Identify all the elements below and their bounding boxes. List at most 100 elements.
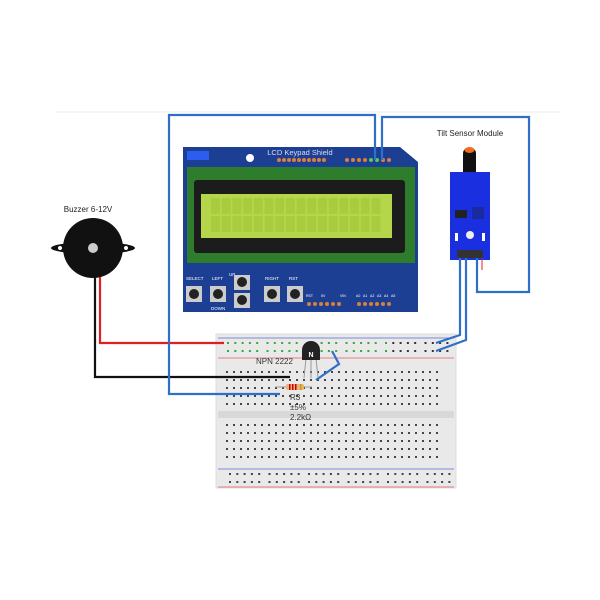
button-cap — [267, 289, 277, 299]
breadboard-hole — [283, 481, 286, 483]
breadboard-hole — [296, 448, 298, 450]
breadboard-hole — [240, 448, 242, 450]
breadboard-hole — [422, 371, 424, 373]
breadboard-hole — [282, 448, 284, 450]
breadboard-hole — [359, 440, 361, 442]
breadboard-hole — [275, 403, 277, 405]
wire-red-buzzer — [98, 277, 224, 345]
header-pin — [369, 302, 373, 306]
tilt-switch-top — [464, 147, 475, 153]
breadboard-hole — [338, 432, 340, 434]
breadboard-hole — [310, 403, 312, 405]
lcd-cell — [232, 216, 242, 232]
lcd-cell — [339, 216, 349, 232]
breadboard-hole — [380, 432, 382, 434]
breadboard-hole — [354, 473, 357, 475]
breadboard-hole — [327, 350, 330, 352]
breadboard-hole — [289, 456, 291, 458]
breadboard-hole — [387, 379, 389, 381]
breadboard-hole — [331, 456, 333, 458]
breadboard-hole — [233, 403, 235, 405]
breadboard-hole — [282, 403, 284, 405]
breadboard-hole — [366, 432, 368, 434]
breadboard-hole — [320, 342, 323, 344]
breadboard-hole — [327, 342, 330, 344]
breadboard-hole — [401, 473, 404, 475]
breadboard-hole — [426, 481, 429, 483]
breadboard-hole — [296, 371, 298, 373]
breadboard-hole — [233, 387, 235, 389]
breadboard-hole — [315, 473, 318, 475]
breadboard-hole — [226, 424, 228, 426]
breadboard-hole — [406, 342, 409, 344]
breadboard-hole — [324, 395, 326, 397]
breadboard-hole — [226, 395, 228, 397]
breadboard-hole — [331, 403, 333, 405]
breadboard-hole — [288, 342, 291, 344]
buzzer-center — [88, 243, 98, 253]
breadboard-hole — [429, 395, 431, 397]
header-pin — [277, 158, 281, 162]
breadboard-hole — [296, 424, 298, 426]
breadboard-hole — [436, 448, 438, 450]
button-cap — [290, 289, 300, 299]
breadboard-hole — [329, 481, 332, 483]
breadboard-hole — [234, 350, 237, 352]
breadboard-hole — [408, 403, 410, 405]
breadboard-hole — [261, 440, 263, 442]
breadboard-hole — [247, 371, 249, 373]
breadboard-hole — [366, 379, 368, 381]
header-label-a2: A2 — [370, 294, 374, 298]
keypad-buttons — [186, 275, 303, 308]
breadboard-hole — [374, 342, 377, 344]
breadboard-hole — [373, 395, 375, 397]
breadboard-hole — [373, 456, 375, 458]
breadboard-hole — [401, 456, 403, 458]
breadboard-hole — [310, 448, 312, 450]
breadboard-hole — [273, 342, 276, 344]
breadboard-hole — [367, 342, 370, 344]
lcd-cell — [296, 216, 306, 232]
breadboard-hole — [289, 379, 291, 381]
header-label-a0: A0 — [356, 294, 360, 298]
breadboard-hole — [303, 456, 305, 458]
button-label-right: RIGHT — [265, 276, 279, 281]
breadboard-hole — [331, 432, 333, 434]
breadboard-hole — [226, 456, 228, 458]
header-label-a3: A3 — [377, 294, 381, 298]
breadboard-hole — [394, 387, 396, 389]
breadboard-hole — [387, 481, 389, 483]
breadboard-hole — [408, 481, 411, 483]
breadboard-hole — [394, 440, 396, 442]
breadboard-hole — [338, 387, 340, 389]
header-label-rst: RST — [306, 294, 314, 298]
header-pin — [322, 158, 326, 162]
header-label-a1: A1 — [363, 294, 367, 298]
breadboard-hole — [414, 350, 417, 352]
breadboard-hole — [240, 379, 242, 381]
lcd-cell — [307, 216, 317, 232]
breadboard-hole — [436, 371, 438, 373]
tilt-sensor-label: Tilt Sensor Module — [437, 129, 504, 138]
breadboard-hole — [250, 473, 253, 475]
header-pin — [307, 302, 311, 306]
breadboard-hole — [380, 371, 382, 373]
resistor-band — [300, 384, 302, 390]
mount-hole — [246, 154, 254, 162]
transistor-mark: N — [308, 352, 313, 359]
button-cap — [237, 295, 247, 305]
breadboard-hole — [408, 387, 410, 389]
breadboard-hole — [380, 424, 382, 426]
breadboard-hole — [401, 371, 403, 373]
breadboard-hole — [415, 448, 417, 450]
resistor-band — [292, 384, 294, 390]
header-pin — [302, 158, 306, 162]
header-pin — [312, 158, 316, 162]
breadboard-hole — [324, 456, 326, 458]
breadboard-hole — [387, 473, 389, 475]
breadboard-hole — [254, 456, 256, 458]
breadboard-hole — [315, 481, 318, 483]
breadboard-hole — [401, 440, 403, 442]
breadboard-hole — [275, 432, 277, 434]
breadboard-hole — [347, 473, 350, 475]
